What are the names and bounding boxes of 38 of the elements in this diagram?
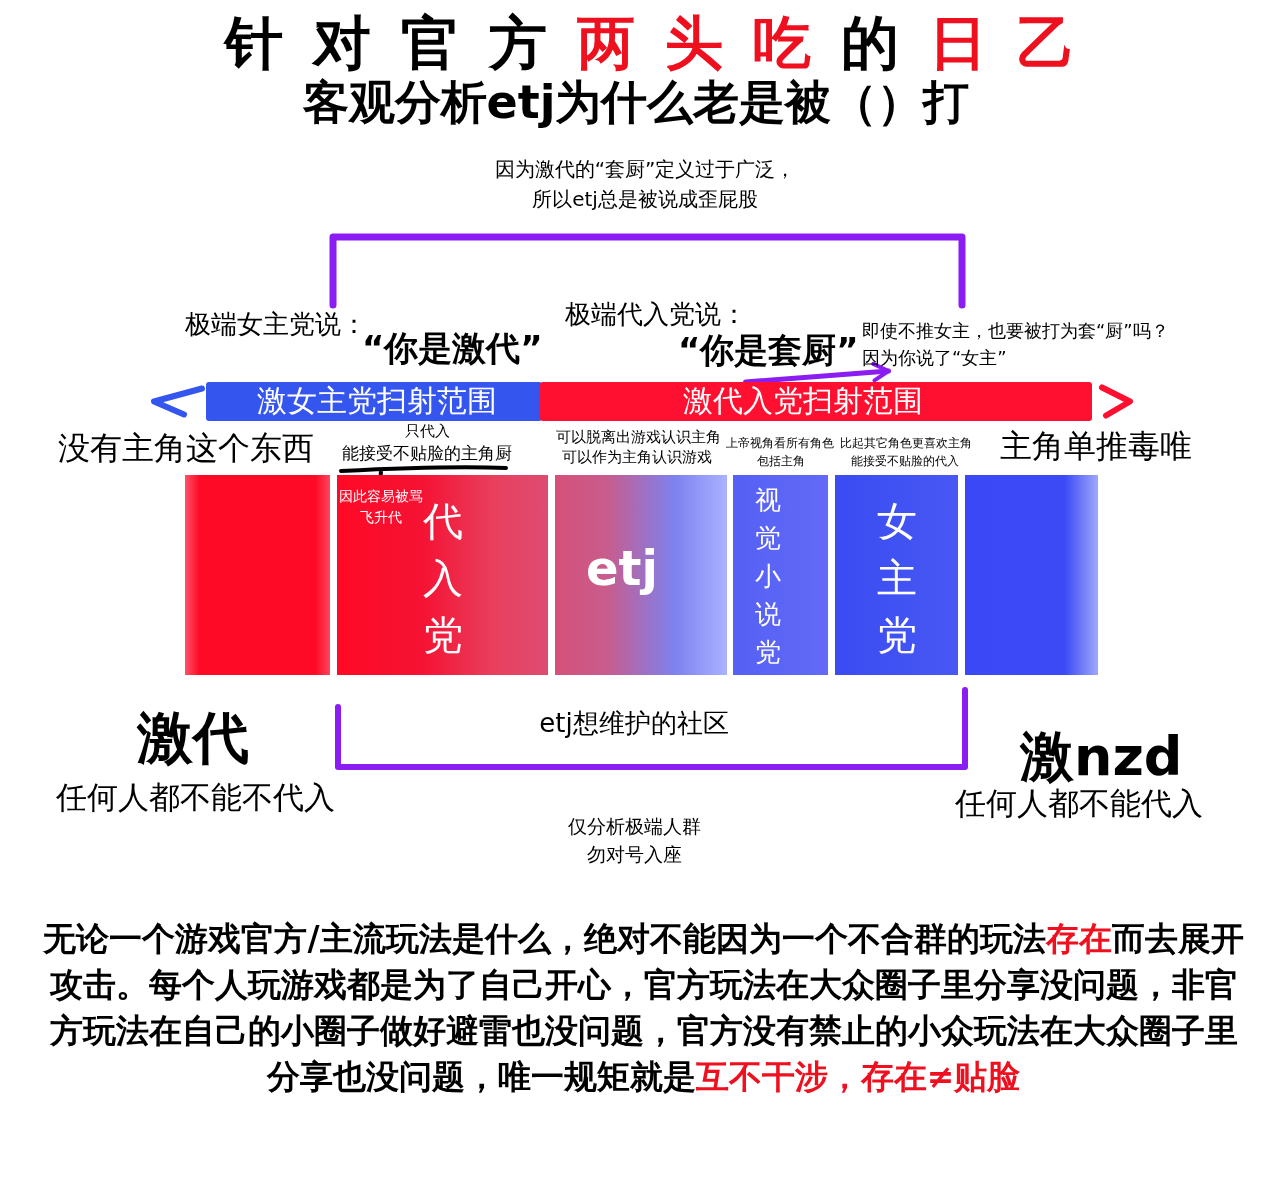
description-text: 包括主角 — [757, 455, 805, 469]
description-text: 只代入 — [404, 423, 450, 441]
bracket-label: etj想维护的社区 — [539, 709, 729, 739]
disclaimer-text: 仅分析极端人群 — [567, 816, 701, 838]
note-text: 因为激代的“套厨”定义过于广泛，所以etj总是被说成歪屁股 — [493, 156, 797, 213]
speech-label: 极端代入党说： — [565, 300, 747, 330]
end-description: 任何人都不能代入 — [955, 786, 1203, 822]
segment-label: 女主党 — [876, 497, 918, 660]
segment-label: 视觉小说党 — [754, 484, 782, 669]
title: 针对官方两头吃的日乙 — [225, 10, 1105, 77]
description-text: 能接受不贴脸的主角厨 — [342, 444, 512, 464]
description-text: 上帝视角看所有角色 — [726, 437, 834, 451]
bar-segment — [337, 475, 548, 675]
disclaimer-text: 勿对号入座 — [586, 844, 682, 866]
bar-segment — [733, 475, 828, 675]
quote-text: “你是套厨” — [678, 333, 859, 367]
end-description: 任何人都不能不代入 — [56, 780, 335, 816]
bar-segment — [835, 475, 958, 675]
bar-segment — [555, 475, 727, 675]
paragraph: 无论一个游戏官方/主流玩法是什么，绝对不能因为一个不合群的玩法存在而去展开攻击。每个人玩游戏都是为了自己开心，官方玩法在大众圈子里分享没问题，非官方玩法在自己的小圈子做好避雷也没问题，官方没有禁止的小众玩法在大众圈子里分享也没问题，唯一规矩就是互不干涉，存在≠贴脸 — [42, 918, 1245, 1098]
end-label: 激nzd — [1020, 726, 1183, 788]
description-text: 可以作为主角认识游戏 — [562, 449, 712, 467]
end-label: 激代 — [137, 706, 249, 771]
note-text: 即使不推女主，也要被打为套“厨”吗？因为你说了“女主” — [862, 317, 1174, 371]
side-heading: 没有主角这个东西 — [58, 430, 314, 467]
arrow — [743, 361, 891, 385]
subtitle: 客观分析etj为什么老是被（）打 — [302, 76, 970, 129]
segment-label: 代入党 — [423, 497, 464, 660]
annotation-text: 因此容易被骂飞升代 — [338, 487, 423, 527]
bar-segment — [185, 475, 330, 675]
bar-segment — [965, 475, 1098, 675]
band-label: 激女主党扫射范围 — [257, 384, 497, 419]
band-label: 激代入党扫射范围 — [683, 384, 923, 419]
segment-label: etj — [586, 541, 658, 597]
description-text: 能接受不贴脸的代入 — [851, 455, 959, 469]
side-heading: 主角单推毒唯 — [1000, 428, 1192, 465]
description-text: 比起其它角色更喜欢主角 — [840, 437, 972, 451]
description-text: 可以脱离出游戏认识主角 — [555, 429, 721, 447]
